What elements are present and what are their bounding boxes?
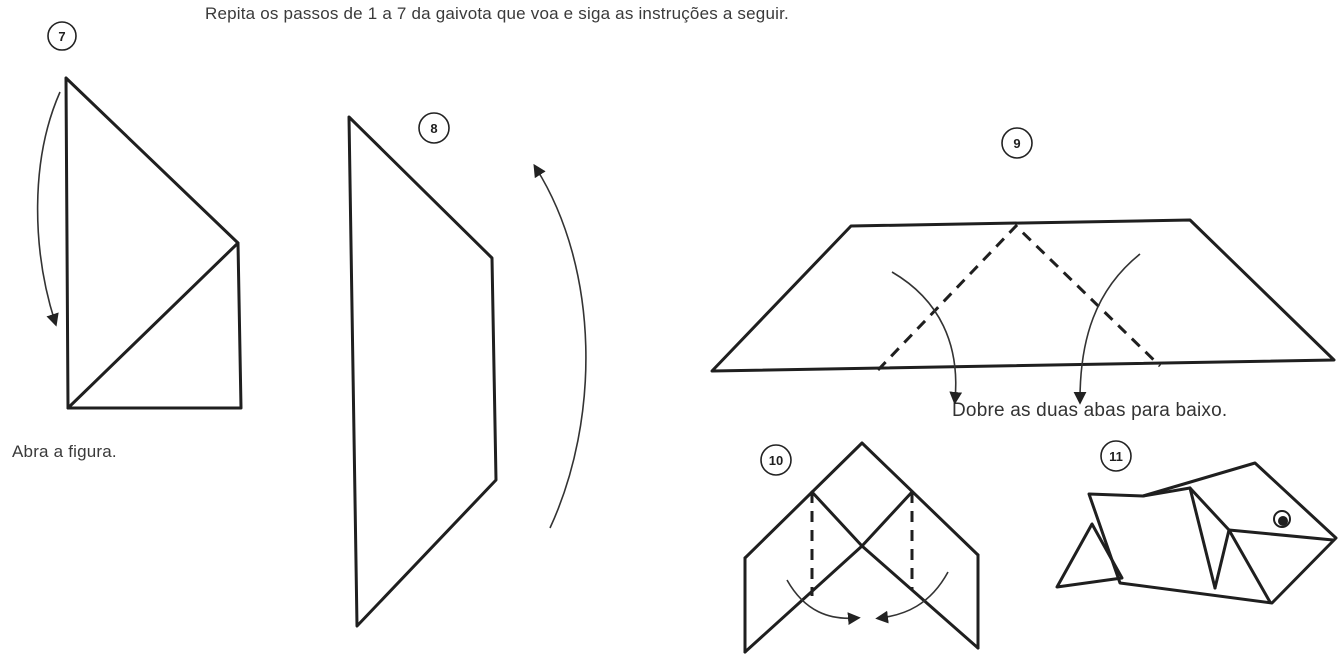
step-11-number: 11 bbox=[1109, 449, 1123, 464]
step-10-lower-left bbox=[743, 544, 864, 654]
step-11-mid-line bbox=[1188, 486, 1217, 590]
step-11-eye-icon bbox=[1273, 510, 1291, 528]
step-7-number: 7 bbox=[58, 29, 65, 44]
step-10-badge bbox=[760, 444, 792, 476]
step-11-fish-body bbox=[1087, 461, 1338, 605]
step-8-fold-arrow bbox=[533, 163, 587, 529]
step-11-tail-fin bbox=[1055, 522, 1124, 589]
step-8-figure: 8 bbox=[347, 112, 587, 628]
step-9-badge bbox=[1001, 127, 1033, 159]
step-11-pupil-icon bbox=[1278, 516, 1288, 526]
step-9-left-arrow bbox=[891, 271, 963, 405]
step-7-caption: Abra a figura. bbox=[12, 442, 117, 461]
step-10-lower-right bbox=[860, 544, 980, 650]
step-9-outline bbox=[710, 218, 1336, 373]
step-10-inner-left bbox=[810, 490, 864, 548]
step-10-right-arrow bbox=[875, 571, 949, 624]
step-10-top-edge bbox=[743, 441, 980, 560]
step-11-fold-line bbox=[1188, 486, 1231, 532]
step-9-figure: 9 bbox=[710, 127, 1336, 405]
step-7-badge bbox=[47, 21, 77, 51]
instructions-heading: Repita os passos de 1 a 7 da gaivota que… bbox=[205, 4, 789, 23]
step-11-gill-line bbox=[1227, 528, 1272, 604]
step-9-caption: Dobre as duas abas para baixo. bbox=[952, 400, 1228, 421]
step-9-number: 9 bbox=[1013, 136, 1020, 151]
step-11-lower-line bbox=[1213, 528, 1231, 590]
step-10-left-arrow bbox=[786, 579, 861, 625]
step-8-outline bbox=[347, 115, 498, 628]
step-11-badge bbox=[1100, 440, 1132, 472]
step-10-inner-right bbox=[860, 490, 914, 548]
step-7-fold-arrow bbox=[36, 91, 61, 327]
step-8-badge bbox=[418, 112, 450, 144]
step-10-figure: 10 bbox=[743, 441, 980, 654]
step-10-number: 10 bbox=[769, 453, 783, 468]
step-11-mouth-line bbox=[1227, 528, 1335, 542]
step-9-fold-lines bbox=[876, 223, 1162, 372]
step-7-figure: 7 bbox=[36, 21, 243, 410]
step-11-figure: 11 bbox=[1055, 440, 1338, 605]
step-7-outline bbox=[64, 76, 243, 410]
step-7-diagonal bbox=[66, 241, 240, 410]
step-9-right-arrow bbox=[1073, 253, 1141, 405]
step-8-number: 8 bbox=[430, 121, 437, 136]
step-11-top-line bbox=[1141, 486, 1192, 498]
